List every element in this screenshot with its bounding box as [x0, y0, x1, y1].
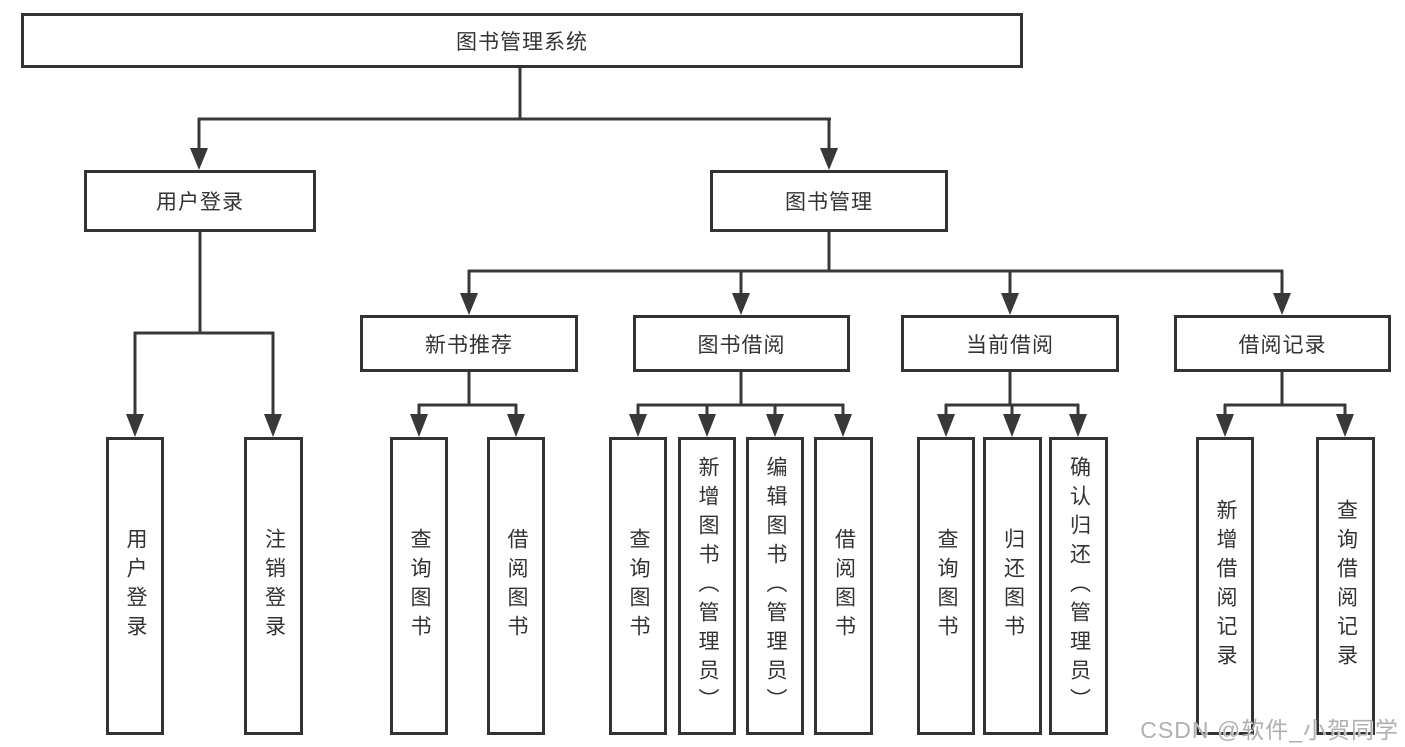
leaf-current-query: 查询图书 — [917, 437, 975, 735]
node-root: 图书管理系统 — [21, 13, 1023, 68]
leaf-borrow-edit-label: 编辑图书（管理员） — [764, 455, 787, 717]
node-user-login-label: 用户登录 — [156, 191, 244, 214]
leaf-current-return-label: 归还图书 — [1001, 528, 1025, 644]
leaf-current-confirm: 确认归还（管理员） — [1049, 437, 1108, 735]
node-borrow-record-label: 借阅记录 — [1238, 333, 1327, 357]
leaf-current-return: 归还图书 — [983, 437, 1042, 735]
leaf-borrow-query: 查询图书 — [609, 437, 667, 735]
leaf-logout: 注销登录 — [244, 437, 303, 735]
node-book-mgmt: 图书管理 — [710, 170, 948, 232]
leaf-record-query-label: 查询借阅记录 — [1334, 499, 1358, 673]
leaf-user-login-label: 用户登录 — [124, 528, 147, 644]
leaf-current-query-label: 查询图书 — [935, 528, 958, 644]
leaf-record-add-label: 新增借阅记录 — [1214, 499, 1237, 673]
node-new-book-rec: 新书推荐 — [360, 315, 578, 372]
leaf-user-login: 用户登录 — [106, 437, 164, 735]
leaf-newbook-query: 查询图书 — [390, 437, 448, 735]
csdn-watermark: CSDN @软件_小贺同学 — [1140, 717, 1399, 743]
connector-new-book-rec-children — [410, 372, 525, 437]
node-current-borrow-label: 当前借阅 — [966, 333, 1054, 357]
leaf-borrow-query-label: 查询图书 — [627, 528, 650, 644]
node-new-book-rec-label: 新书推荐 — [425, 333, 513, 357]
node-borrow-record: 借阅记录 — [1174, 315, 1391, 372]
connector-root-to-level2 — [190, 68, 838, 170]
connector-book-mgmt-children — [460, 232, 1291, 315]
node-root-label: 图书管理系统 — [456, 30, 588, 54]
connector-borrow-record-children — [1216, 372, 1354, 437]
leaf-record-query: 查询借阅记录 — [1316, 437, 1375, 735]
connector-user-login-children — [126, 232, 282, 437]
node-book-borrow-label: 图书借阅 — [697, 333, 786, 357]
leaf-borrow-add-label: 新增图书（管理员） — [696, 455, 719, 717]
node-book-mgmt-label: 图书管理 — [785, 191, 873, 214]
leaf-newbook-query-label: 查询图书 — [408, 528, 431, 644]
leaf-newbook-borrow-label: 借阅图书 — [505, 528, 528, 644]
leaf-current-confirm-label: 确认归还（管理员） — [1067, 455, 1091, 717]
leaf-borrow-borrow: 借阅图书 — [814, 437, 873, 735]
connector-book-borrow-children — [629, 372, 852, 437]
leaf-newbook-borrow: 借阅图书 — [487, 437, 545, 735]
leaf-borrow-borrow-label: 借阅图书 — [832, 528, 856, 644]
node-book-borrow: 图书借阅 — [633, 315, 850, 372]
node-user-login: 用户登录 — [84, 170, 316, 232]
leaf-logout-label: 注销登录 — [262, 528, 286, 644]
connector-current-borrow-children — [937, 372, 1087, 437]
node-current-borrow: 当前借阅 — [901, 315, 1119, 372]
leaf-borrow-edit: 编辑图书（管理员） — [746, 437, 804, 735]
leaf-record-add: 新增借阅记录 — [1196, 437, 1254, 735]
leaf-borrow-add: 新增图书（管理员） — [678, 437, 736, 735]
